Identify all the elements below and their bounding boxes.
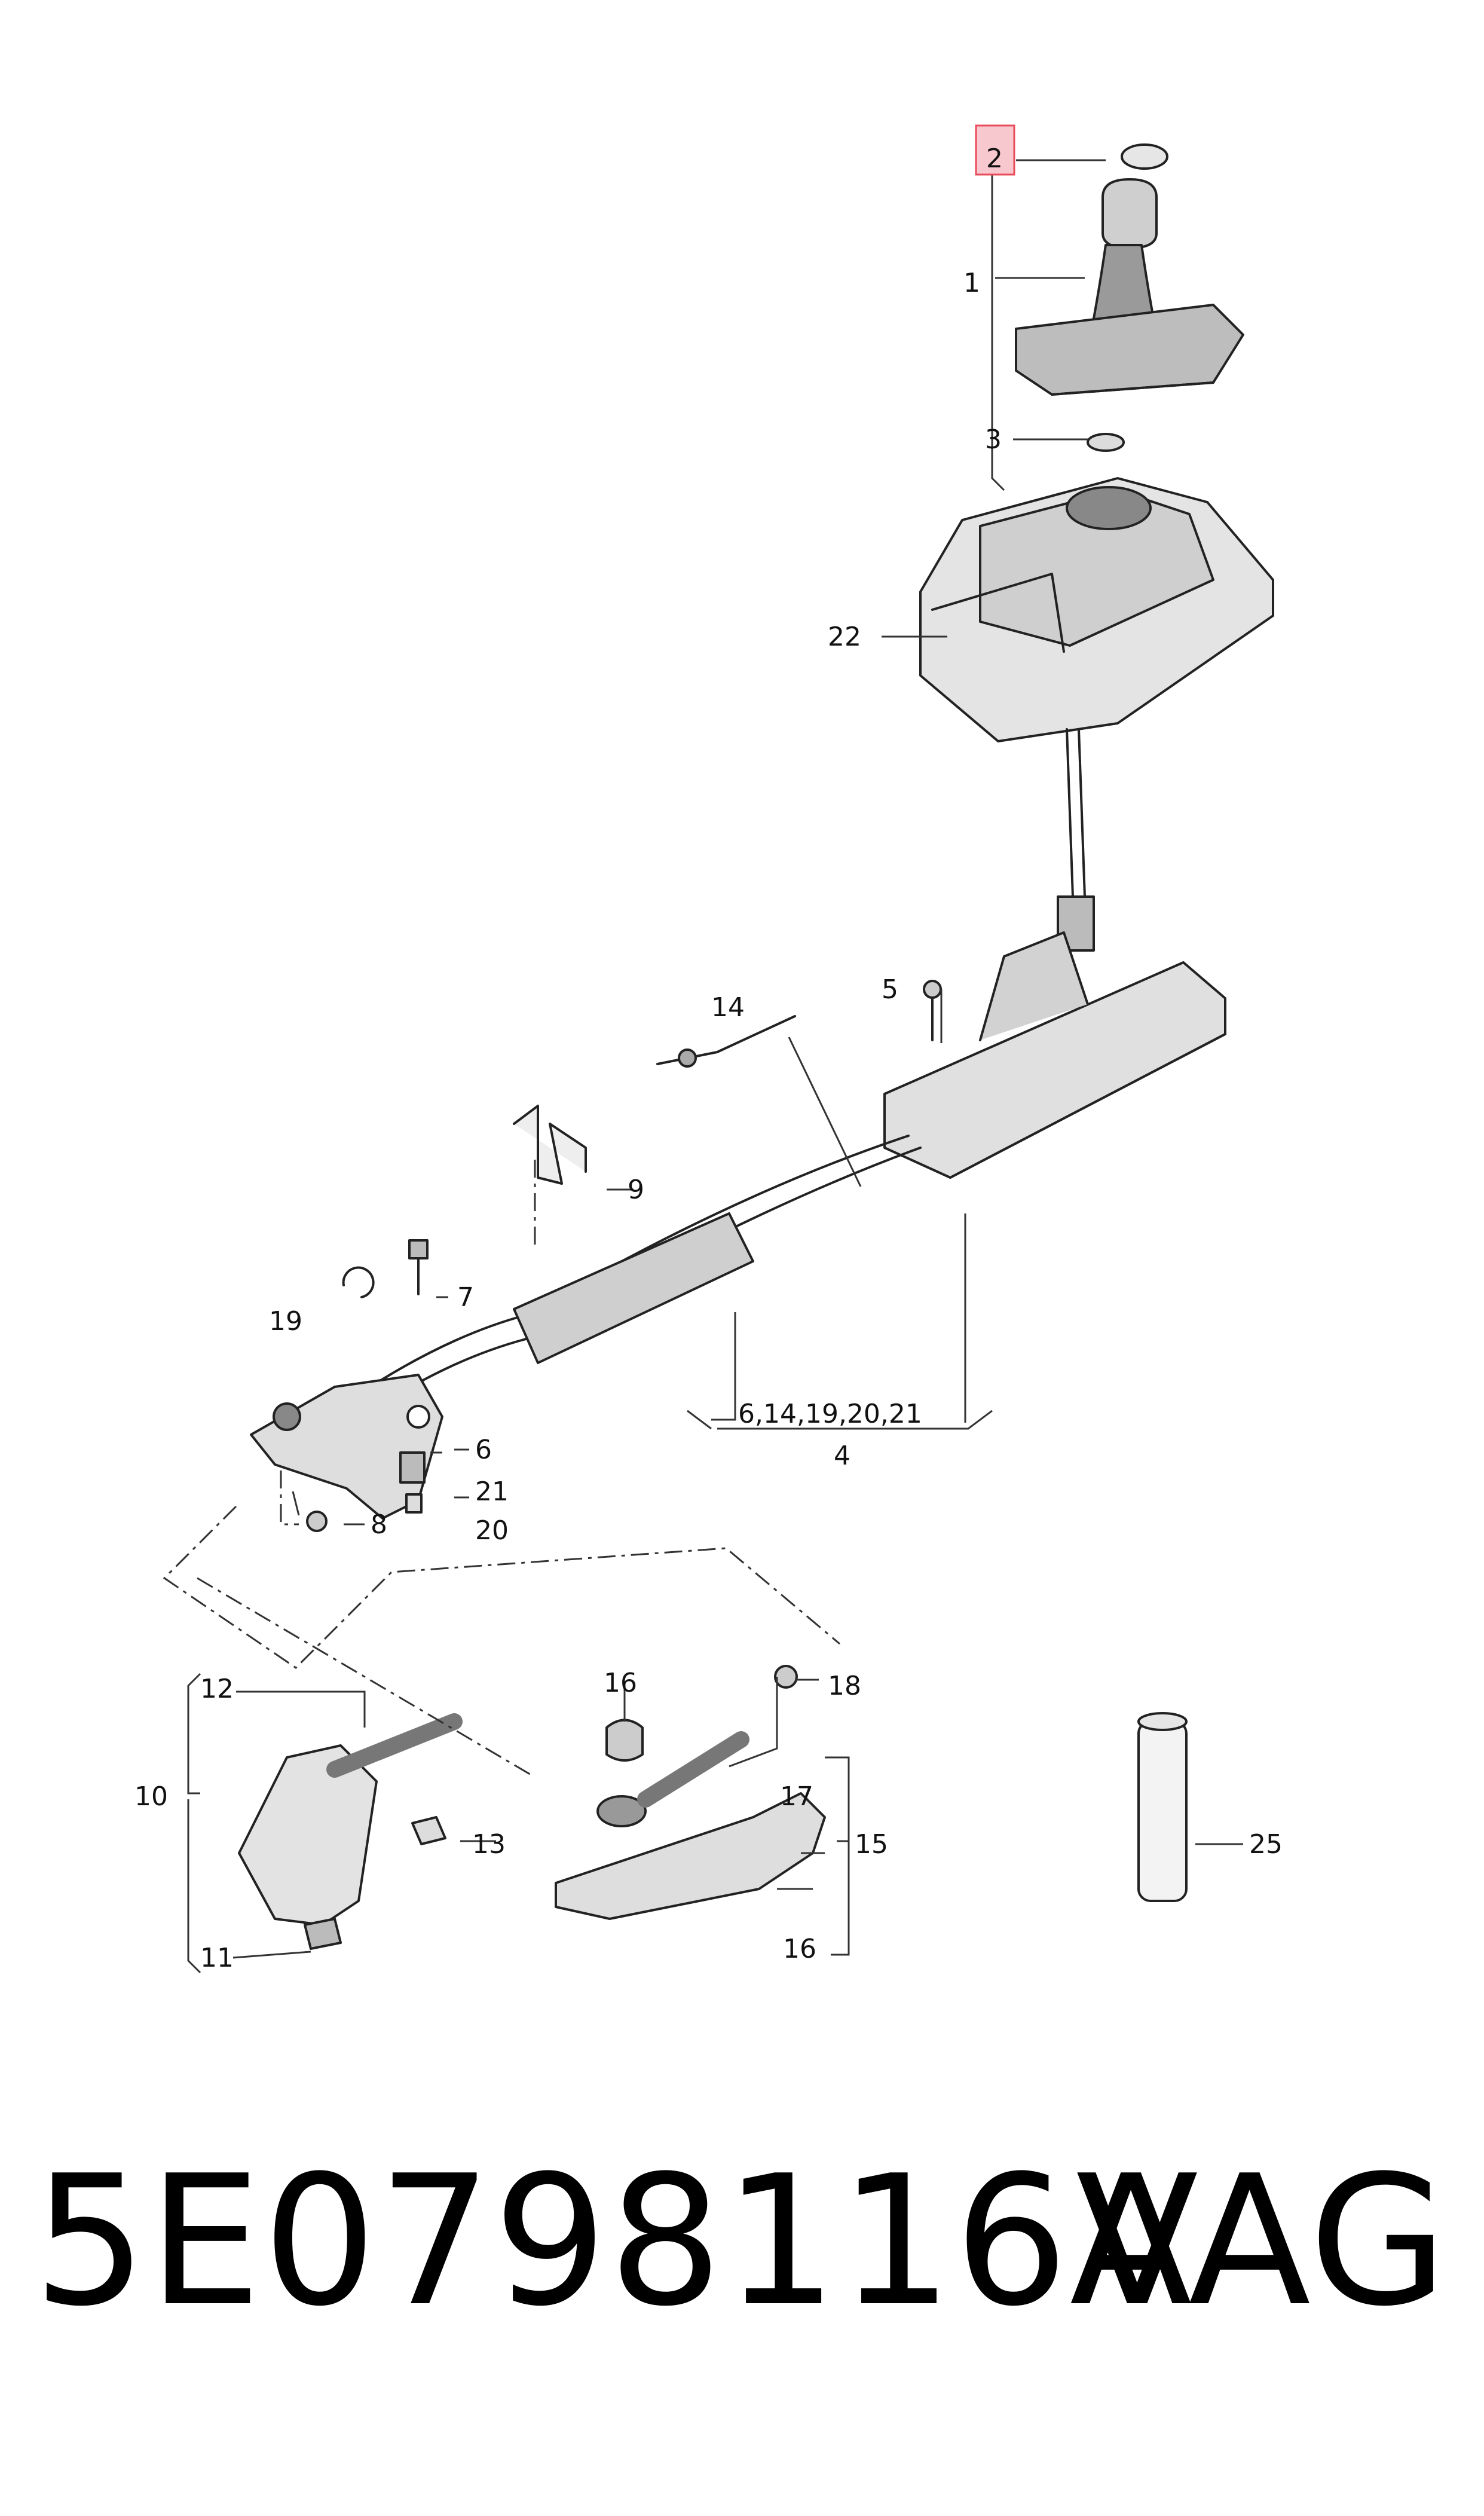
callout-4: 4 [834,1441,850,1471]
part-18-nut [774,1665,798,1689]
part-3-ring-clip [1087,433,1125,452]
callout-3: 3 [985,424,1002,455]
leader-lines [187,132,1243,1974]
part-1-shift-knob [1015,178,1244,396]
callout-12: 12 [200,1674,234,1704]
callout-9: 9 [628,1175,644,1205]
callout-16b: 16 [783,1934,816,1964]
callout-15: 15 [855,1829,888,1860]
part-21-bushing [399,1451,426,1484]
callout-7: 7 [457,1282,474,1313]
callout-22: 22 [828,622,861,652]
callout-25: 25 [1249,1829,1283,1860]
callout-1: 1 [963,268,980,298]
part-14-cable-tie [656,1015,796,1068]
reference-lines [163,1160,840,1777]
lever-rod [1057,728,1095,952]
callout-20: 20 [475,1515,509,1546]
callout-14: 14 [711,992,745,1023]
callout-10: 10 [134,1781,168,1812]
part-7-bolt [408,1239,429,1295]
callout-18: 18 [828,1671,861,1701]
callout-13: 13 [472,1829,506,1860]
gear-cables [333,1135,922,1430]
callout-5: 5 [882,974,898,1005]
brand-label: VAG [1076,2137,1449,2346]
callout-4group: 6,14,19,20,21 [738,1399,922,1429]
part-22-shift-housing [919,477,1274,742]
part-20-pin [405,1493,423,1514]
callout-19: 19 [269,1306,302,1337]
part-15-cable-end [555,1731,826,1920]
part-19-clip [342,1266,375,1298]
callout-labels: 2 1 3 22 14 5 9 7 19 6 6,14,19,20,21 4 2… [134,143,1283,1973]
lower-shift-base [883,931,1226,1179]
callout-17: 17 [780,1781,813,1812]
part-25-grease-tube [1137,1712,1188,1902]
part-number: 5E0798116A [33,2137,1194,2346]
highlight-box [975,124,1015,176]
callout-2: 2 [986,143,1003,174]
callout-21: 21 [475,1476,509,1507]
callout-8: 8 [371,1509,387,1540]
callout-6: 6 [475,1435,492,1465]
part-2-emblem-cap [1121,143,1168,170]
part-8-nut [306,1511,328,1532]
part-10-cable-end [238,1713,463,1926]
part-5-nut [923,980,942,1041]
part-11-clip [304,1918,342,1950]
callout-11: 11 [200,1943,234,1973]
callout-16a: 16 [604,1668,637,1698]
part-13-retainer [411,1816,446,1845]
part-9-bracket [513,1105,587,1185]
part-16-insert [605,1719,644,1762]
